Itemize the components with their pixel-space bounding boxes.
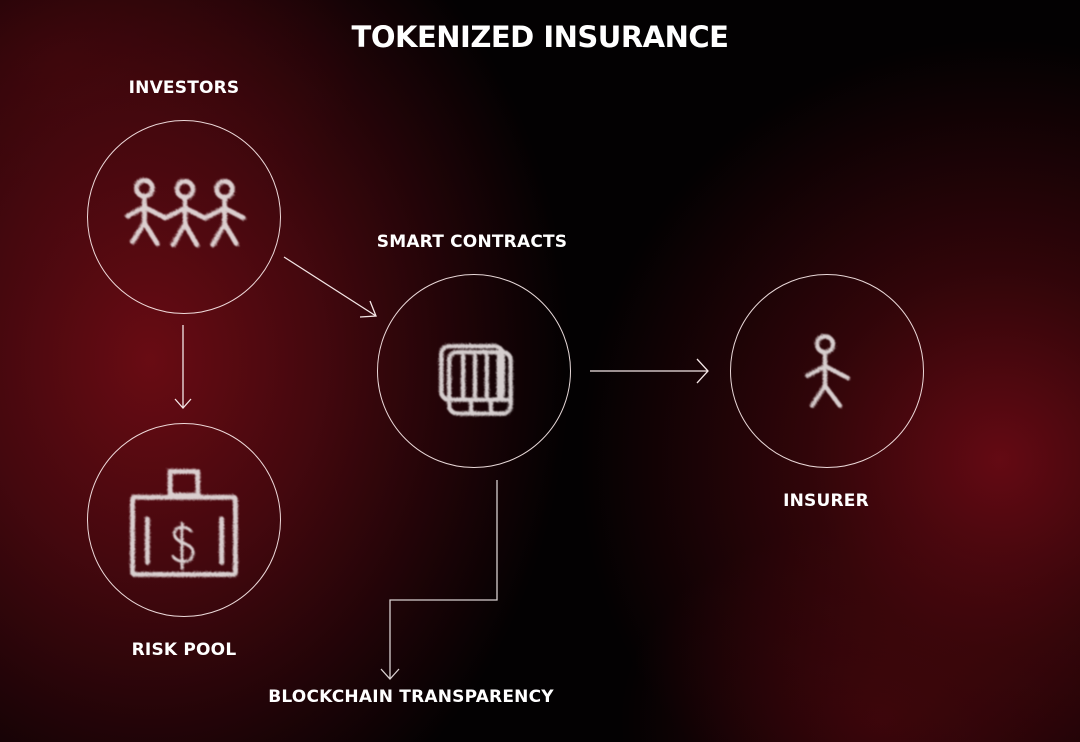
arrow-investors-to-risk-pool [174,325,192,409]
three-people-holding-hands-icon [125,177,246,248]
arrow-investors-to-smart-contracts [283,256,377,318]
insurer-label: INSURER [783,491,869,511]
investors-label: INVESTORS [128,78,240,98]
arrow-smart-contracts-to-blockchain [380,480,498,680]
smart-contracts-label: SMART CONTRACTS [376,232,568,252]
arrow-smart-contracts-to-insurer [590,358,709,384]
risk-pool-label: RISK POOL [131,640,237,660]
smart-contracts-node [377,274,571,468]
money-bag-dollar-icon [130,469,238,577]
contract-stack-icon [439,344,513,416]
blockchain-transparency-label: BLOCKCHAIN TRANSPARENCY [268,687,554,707]
page-title: TOKENIZED INSURANCE [351,20,729,54]
investors-node [87,120,281,314]
stick-figure-icon [804,334,851,408]
insurer-node [730,274,924,468]
risk-pool-node [87,423,281,617]
